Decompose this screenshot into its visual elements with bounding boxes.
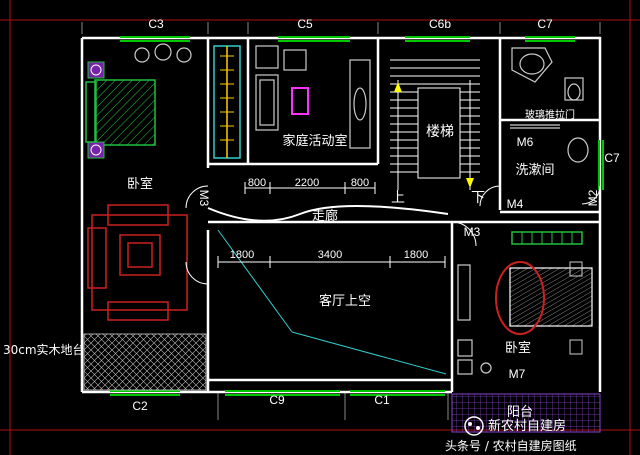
note-stair-down: 下 [471,190,485,206]
watermark-logo [464,416,484,436]
window-c1 [350,390,445,396]
door-swings [185,185,601,285]
dim-800-a: 800 [248,177,266,189]
room-living-void: 客厅上空 [319,293,371,309]
window-c5 [278,36,350,42]
walls [80,36,602,394]
window-c6b [405,36,470,42]
note-stair-up: 上 [391,190,405,206]
wood-platform [83,333,207,391]
right-wardrobe [511,231,583,245]
dimension-lines-top [244,182,376,194]
right-bed [495,261,593,355]
sofa-set [87,204,188,321]
room-bathroom: 洗漱间 [515,163,554,178]
room-balcony: 阳台 [507,405,533,420]
axis-ticks [81,22,601,420]
watermark-source: 头条号 / 农村自建房图纸 [445,438,577,453]
corridor-curve [207,205,449,222]
staircase [390,59,480,190]
left-chairs [134,43,192,63]
tag-c7-right: C7 [604,151,620,165]
dim-800-b: 800 [351,177,369,189]
stair-arrows [394,82,474,188]
tag-c6b: C6b [429,17,451,31]
tag-c3: C3 [148,17,164,31]
tag-c1: C1 [374,393,390,407]
balcony-grid [451,393,601,433]
note-floor-platform: 30cm实木地台 [3,342,85,357]
living-void-lines [217,229,447,375]
room-bedroom-left: 卧室 [127,176,153,192]
room-family: 家庭活动室 [282,133,347,149]
tag-c9: C9 [269,393,285,407]
bathroom-fixtures [510,47,589,163]
tag-m7: M7 [509,367,526,381]
watermark-account: 新农村自建房 [488,418,566,434]
family-room-furniture [255,45,371,149]
tag-c5: C5 [297,17,313,31]
note-sliding-door: 玻璃推拉门 [525,108,575,121]
window-c3 [120,36,190,42]
magenta-table [291,87,309,115]
room-corridor: 走廊 [312,208,338,224]
tag-m6: M6 [517,135,534,149]
dimension-lines-bottom [217,256,446,268]
window-c9 [225,390,340,396]
tag-m3-right: M3 [464,225,481,239]
room-bedroom-right: 卧室 [505,340,531,356]
tag-m2: M2 [586,189,600,206]
tag-c2: C2 [132,399,148,413]
dim-3400: 3400 [318,249,342,261]
left-bed [85,61,156,159]
window-c2 [110,390,180,396]
tag-c7-top: C7 [537,17,553,31]
tag-m4: M4 [507,197,524,211]
wardrobe [213,45,241,159]
dim-2200: 2200 [295,177,319,189]
room-stairs: 楼梯 [426,124,454,140]
dim-1800-a: 1800 [230,249,254,261]
tag-m3-left: M3 [197,190,211,207]
window-c7-right [598,140,604,190]
window-c7-top [525,36,575,42]
dim-1800-b: 1800 [404,249,428,261]
right-room-misc [457,264,492,375]
